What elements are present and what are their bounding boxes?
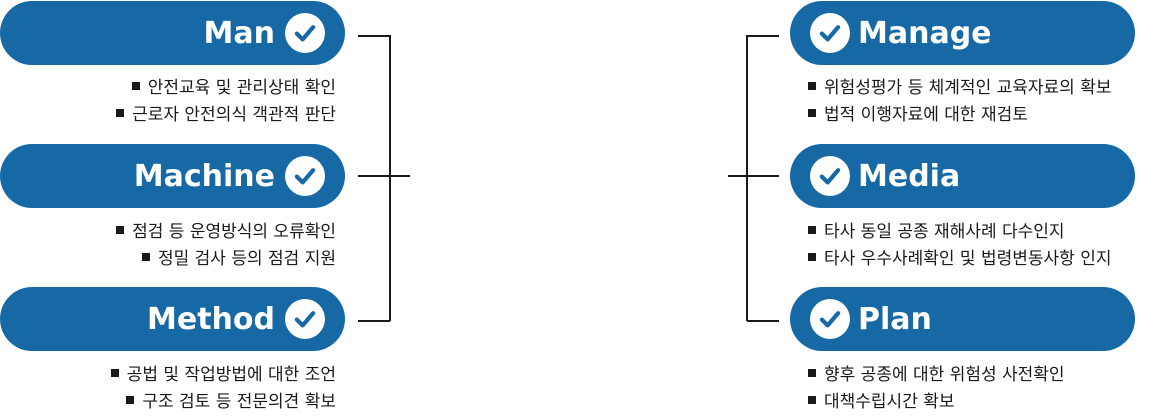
pill-label-machine: Machine	[133, 158, 275, 194]
bullet-item: 향후 공종에 대한 위험성 사전확인	[808, 362, 1065, 389]
bullets-media: 타사 동일 공종 재해사례 다수인지 타사 우수사례확인 및 법령변동사항 인지	[808, 219, 1112, 273]
pill-label-man: Man	[203, 15, 275, 51]
bullet-item: 정밀 검사 등의 점검 지원	[116, 246, 336, 273]
check-circle-icon	[810, 13, 850, 53]
check-circle-icon	[285, 13, 325, 53]
bullet-item: 근로자 안전의식 객관적 판단	[116, 102, 336, 129]
bullet-item: 대책수립시간 확보	[808, 389, 1065, 416]
bullet-item: 공법 및 작업방법에 대한 조언	[111, 362, 336, 389]
bullet-item: 점검 등 운영방식의 오류확인	[116, 219, 336, 246]
bracket-line-left-middle	[358, 175, 410, 177]
bullet-item: 타사 동일 공종 재해사례 다수인지	[808, 219, 1112, 246]
pill-machine: Machine	[0, 144, 345, 208]
pill-method: Method	[0, 287, 345, 351]
bracket-line-left-bottom	[358, 320, 390, 322]
pill-label-manage: Manage	[858, 15, 992, 51]
bullets-machine: 점검 등 운영방식의 오류확인 정밀 검사 등의 점검 지원	[116, 219, 336, 273]
bracket-line-right-middle	[728, 175, 779, 177]
bullets-man: 안전교육 및 관리상태 확인 근로자 안전의식 객관적 판단	[116, 75, 336, 129]
check-circle-icon	[810, 299, 850, 339]
pill-label-plan: Plan	[858, 301, 932, 337]
check-circle-icon	[810, 156, 850, 196]
pill-label-media: Media	[858, 158, 961, 194]
bracket-line-right-top	[747, 35, 779, 37]
bracket-line-left-top	[358, 35, 390, 37]
pill-plan: Plan	[790, 287, 1135, 351]
check-circle-icon	[285, 299, 325, 339]
bullet-item: 안전교육 및 관리상태 확인	[116, 75, 336, 102]
bullets-manage: 위험성평가 등 체계적인 교육자료의 확보 법적 이행자료에 대한 재검토	[808, 75, 1112, 129]
bracket-line-left-vertical	[389, 35, 391, 321]
bullets-method: 공법 및 작업방법에 대한 조언 구조 검토 등 전문의견 확보	[111, 362, 336, 416]
pill-label-method: Method	[147, 301, 275, 337]
bullet-item: 타사 우수사례확인 및 법령변동사항 인지	[808, 246, 1112, 273]
pill-man: Man	[0, 1, 345, 65]
bullet-item: 위험성평가 등 체계적인 교육자료의 확보	[808, 75, 1112, 102]
pill-manage: Manage	[790, 1, 1135, 65]
bracket-line-right-bottom	[747, 320, 779, 322]
bullets-plan: 향후 공종에 대한 위험성 사전확인 대책수립시간 확보	[808, 362, 1065, 416]
bracket-line-right-vertical	[746, 35, 748, 321]
bullet-item: 법적 이행자료에 대한 재검토	[808, 102, 1112, 129]
pill-media: Media	[790, 144, 1135, 208]
bullet-item: 구조 검토 등 전문의견 확보	[111, 389, 336, 416]
check-circle-icon	[285, 156, 325, 196]
